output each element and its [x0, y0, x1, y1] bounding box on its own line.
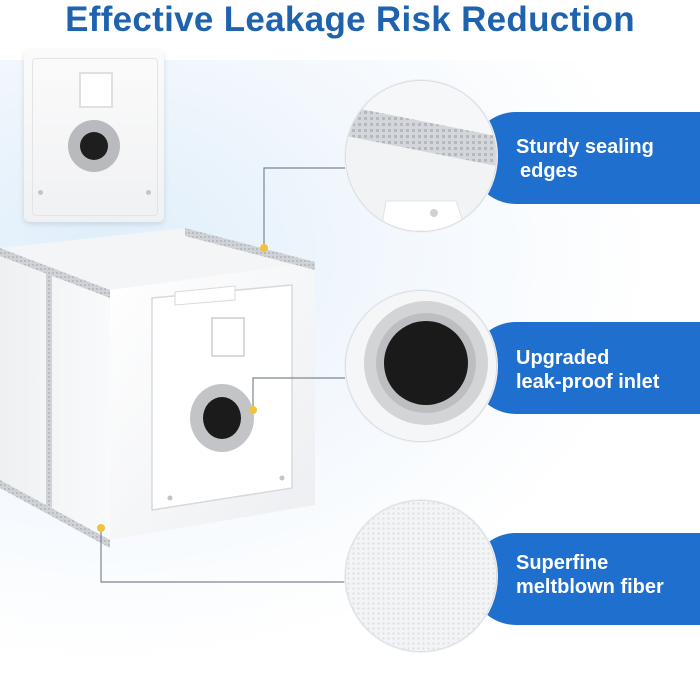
fiber-texture-closeup: [346, 501, 496, 651]
bag-flap-window: [211, 317, 245, 357]
bag-seam: [185, 228, 315, 270]
flap-closeup-image: [24, 50, 164, 222]
flap-inlet-hole: [80, 132, 108, 160]
flap-card-rim: [32, 58, 158, 216]
feature-label: leak-proof inlet: [516, 371, 660, 393]
bag-rivet: [167, 495, 173, 501]
bag-inlet-hole: [203, 397, 241, 439]
dust-bag-image: [0, 0, 340, 700]
feature-label: meltblown fiber: [516, 576, 664, 598]
zoom-leakproof-inlet: [345, 290, 497, 442]
zoom-sealing-edges: [345, 80, 497, 232]
callout-marker: [249, 406, 257, 414]
callout-marker: [260, 244, 268, 252]
zoom-meltblown-fiber: [345, 500, 497, 652]
feature-pill-sealing-edges: Sturdy sealing edges: [470, 112, 700, 204]
feature-label: Sturdy sealing: [516, 136, 654, 158]
connector-line-3: [100, 528, 350, 583]
dust-bag-drawing: [0, 228, 315, 548]
feature-label: edges: [520, 160, 578, 182]
sealing-edge-closeup: [346, 81, 496, 231]
feature-label: Superfine: [516, 552, 609, 574]
flap-rivet: [38, 190, 43, 195]
flap-window: [79, 72, 113, 108]
feature-pill-meltblown-fiber: Superfine meltblown fiber: [470, 533, 700, 625]
bag-flap-tab: [174, 285, 236, 306]
bag-rivet: [279, 475, 285, 481]
connector-line-1: [263, 167, 350, 248]
bag-left-face: [0, 248, 110, 540]
bag-seam: [0, 480, 110, 548]
feature-pill-leakproof-inlet: Upgraded leak-proof inlet: [470, 322, 700, 414]
feature-label: Upgraded: [516, 347, 610, 369]
flap-rivet: [146, 190, 151, 195]
bag-seam: [0, 248, 110, 298]
connector-line-2: [252, 377, 350, 410]
bag-seam: [46, 270, 52, 508]
callout-marker: [97, 524, 105, 532]
inlet-closeup: [346, 291, 496, 441]
page-title: Effective Leakage Risk Reduction: [65, 0, 635, 39]
